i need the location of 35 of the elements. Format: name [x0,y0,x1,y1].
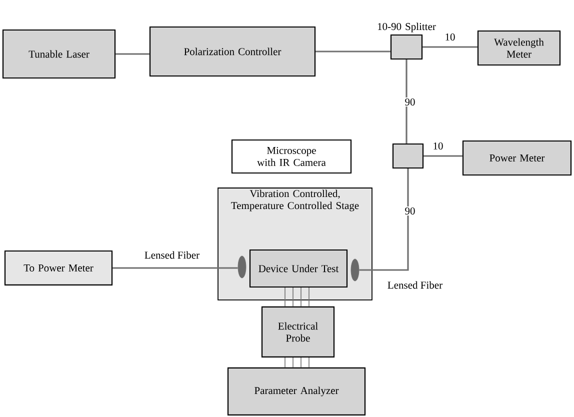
instrument-box: Parameter Analyzer [227,367,366,416]
fiber-line [359,168,409,271]
wire-line [300,287,302,307]
fiber-line [316,50,390,52]
instrument-box: Wavelength Meter [477,30,561,66]
node-label: 10-90 Splitter [378,22,436,32]
edge-label: 90 [404,206,416,216]
microscope-box: Microscope with IR Camera [231,139,352,174]
wire-line [308,287,310,307]
fiber-label: Lensed Fiber [388,281,442,289]
probe-box: Electrical Probe [261,306,335,358]
fiber-line [112,267,238,269]
instrument-box: Power Meter [462,140,572,176]
wire-line [308,357,310,368]
edge-label: 90 [404,97,416,107]
wire-line [284,287,286,307]
device-box: Device Under Test [249,249,348,288]
wire-line [300,357,302,368]
wire-line [292,287,294,307]
edge-label: 10 [432,141,444,151]
fiber-line [406,60,408,144]
instrument-box: Polarization Controller [149,26,316,77]
lens-ellipse [238,256,246,278]
edge-label: 10 [444,32,456,42]
splitter-box [392,143,424,169]
instrument-box: To Power Meter [4,250,113,286]
lens-ellipse [350,258,360,282]
instrument-box: Tunable Laser [2,29,116,79]
wire-line [284,357,286,368]
edge-label: Lensed Fiber [143,250,201,260]
splitter-box: 10-90 Splitter [378,22,436,60]
fiber-line [424,155,462,157]
wire-line [292,357,294,368]
fiber-line [116,53,150,55]
fiber-line [422,46,478,48]
